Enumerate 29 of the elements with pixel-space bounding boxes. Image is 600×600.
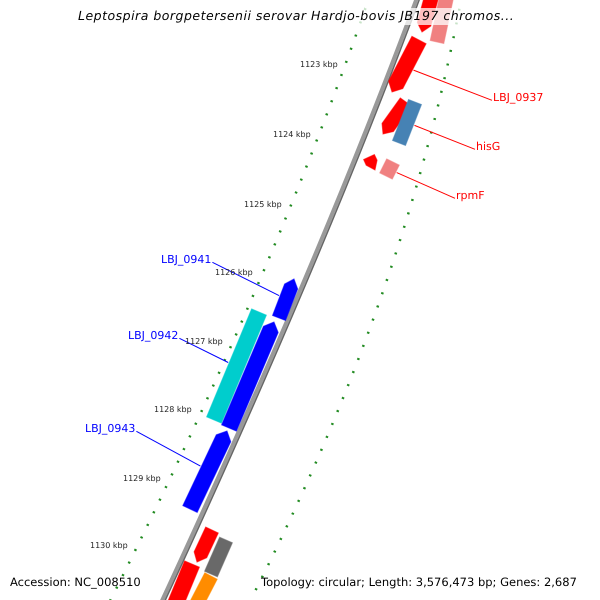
gene-feature	[220, 321, 279, 432]
leader-line	[178, 338, 229, 363]
footer-text: Accession: NC_008510	[10, 577, 141, 588]
leader-line	[396, 172, 456, 199]
leader-line	[136, 430, 201, 467]
scale-tick-label: 1130 kbp	[90, 542, 128, 550]
scale-tick-label: 1129 kbp	[123, 475, 161, 483]
gene-label: hisG	[476, 141, 500, 152]
gene-feature	[392, 98, 422, 146]
gene-feature	[388, 36, 427, 93]
leader-line	[413, 70, 492, 101]
gene-label: LBJ_0942	[128, 330, 178, 341]
gene-label: rpmF	[456, 190, 485, 201]
gene-label: LBJ_0941	[161, 254, 212, 265]
scale-tick-label: 1125 kbp	[244, 201, 282, 209]
gene-label: LBJ_0937	[493, 92, 544, 103]
leader-line	[414, 124, 476, 150]
scale-tick-label: 1127 kbp	[185, 338, 223, 346]
leader-line	[212, 262, 280, 296]
gene-feature	[272, 278, 298, 322]
scale-tick-label: 1124 kbp	[273, 131, 311, 139]
scale-tick-label: 1123 kbp	[300, 61, 338, 69]
scale-tick-label: 1128 kbp	[154, 406, 192, 414]
gene-feature	[182, 430, 232, 514]
gene-feature	[379, 158, 400, 180]
gene-label: LBJ_0943	[85, 423, 136, 434]
scale-tick-label: 1126 kbp	[215, 269, 253, 277]
gene-feature	[206, 308, 268, 424]
footer-text: Topology: circular; Length: 3,576,473 bp; Genes: 2,687	[261, 577, 577, 588]
